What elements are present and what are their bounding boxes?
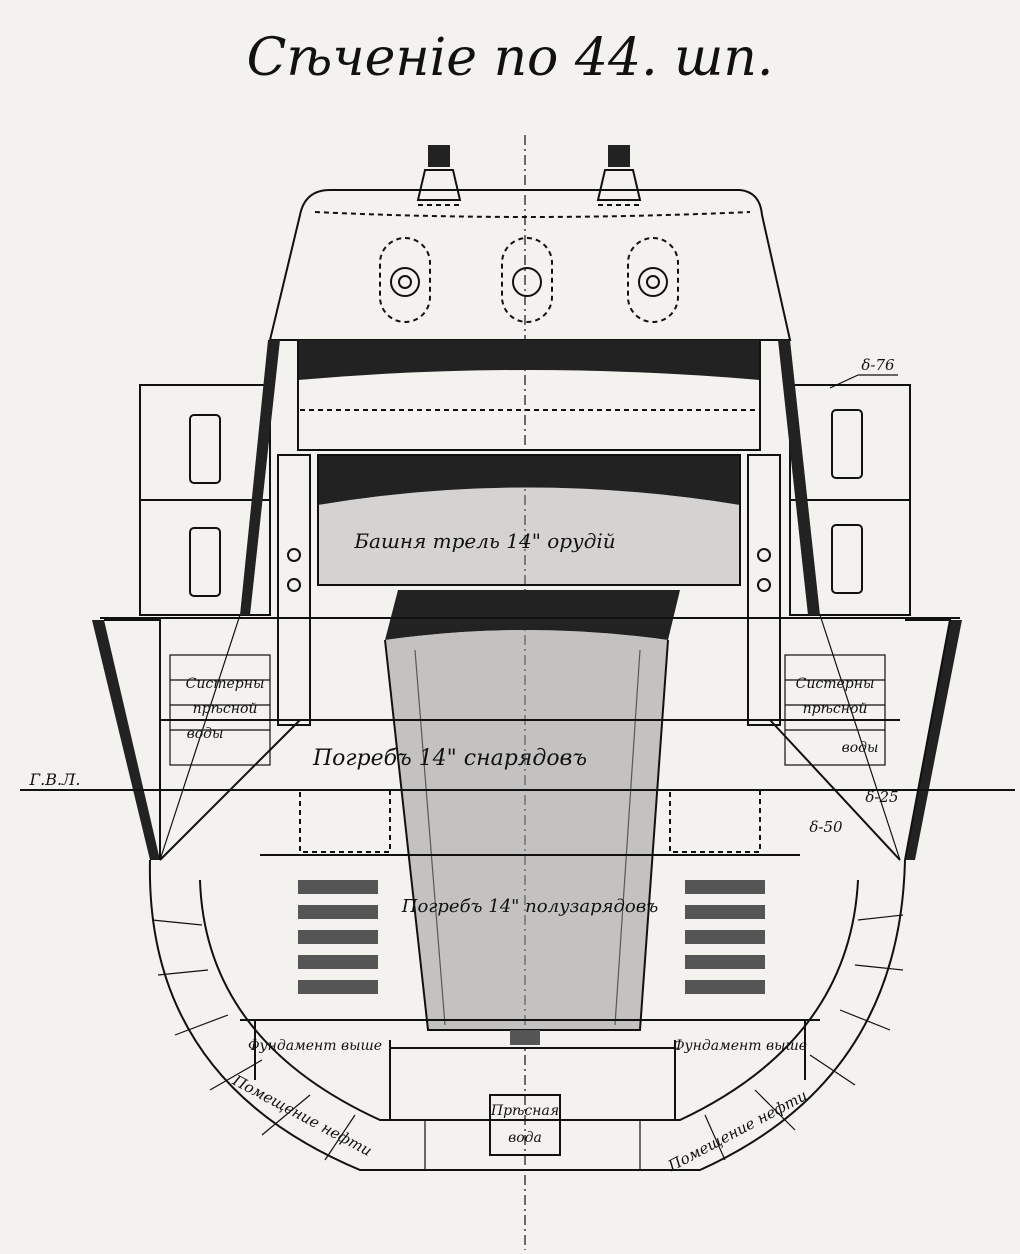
hoist-trunk	[384, 590, 680, 1031]
label-left-curve: Помещение нефти	[229, 1071, 375, 1160]
label-center-bottom-2: вода	[508, 1130, 542, 1146]
label-right-curve: Помещение нефти	[664, 1086, 810, 1175]
drawing-title: Сѣченіе по 44. шп.	[247, 28, 774, 88]
label-right-tanks-3: воды	[842, 740, 879, 756]
side-belt-left	[92, 620, 160, 860]
upper-deck-structures	[139, 384, 911, 616]
shell-rack-left	[298, 880, 378, 994]
barbette-wall-left	[240, 340, 280, 615]
hull-inner	[199, 879, 859, 1121]
gun-port-right	[627, 237, 679, 323]
rangefinder-hood-right	[596, 145, 642, 206]
label-shell-room: Погребъ 14" снарядовъ	[312, 746, 587, 771]
support-column-left	[277, 454, 311, 726]
rangefinder-hood-left	[416, 145, 462, 206]
side-belt-right	[905, 620, 962, 860]
label-turret: Башня трель 14" орудій	[353, 529, 615, 553]
label-dim-50: δ-50	[809, 818, 843, 836]
label-waterline: Г.В.Л.	[29, 770, 81, 789]
turret-drum-lower	[317, 454, 741, 586]
turret-drum-upper	[297, 340, 761, 451]
hull-outer	[148, 859, 906, 1171]
tank-grid-left	[169, 654, 271, 766]
label-left-tanks-3: воды	[187, 726, 224, 742]
label-right-bottom: Фундамент выше	[673, 1038, 807, 1054]
gun-port-center	[501, 237, 553, 323]
label-left-tanks-1: Систерны	[186, 676, 265, 692]
label-center-bottom-1: Прѣсная	[490, 1103, 559, 1119]
label-right-tanks-2: прѣсной	[803, 701, 868, 717]
label-dim-25: δ-25	[865, 788, 898, 806]
turret-gunhouse	[268, 189, 792, 341]
label-dim-76: δ-76	[861, 356, 895, 374]
tank-grid-right	[784, 654, 886, 766]
label-powder-room: Погребъ 14" полузарядовъ	[401, 896, 658, 917]
label-right-tanks-1: Систерны	[796, 676, 875, 692]
label-left-tanks-2: прѣсной	[193, 701, 258, 717]
gun-port-left	[379, 237, 431, 323]
barbette-wall-right	[778, 340, 820, 615]
label-left-bottom: Фундамент выше	[248, 1038, 382, 1054]
support-column-right	[747, 454, 781, 726]
hull-cells	[151, 914, 904, 1170]
shell-rack-right	[685, 880, 765, 994]
